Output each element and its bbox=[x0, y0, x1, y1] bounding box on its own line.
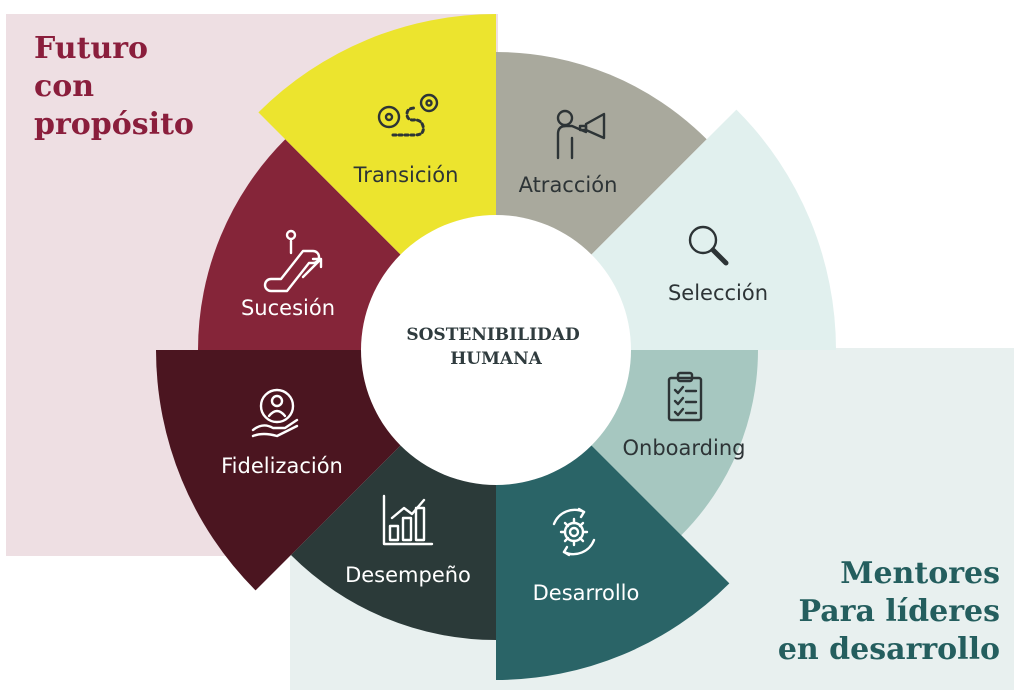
segment-label-desarrollo: Desarrollo bbox=[533, 581, 640, 605]
segment-label-sucesion: Sucesión bbox=[241, 296, 335, 320]
center-label-line: HUMANA bbox=[450, 349, 542, 369]
segment-label-desempeno: Desempeño bbox=[345, 563, 471, 587]
title-line: en desarrollo bbox=[777, 632, 1000, 667]
route-pins-icon bbox=[377, 93, 439, 137]
segment-label-seleccion: Selección bbox=[668, 281, 768, 305]
bottom-right-title: Mentores Para líderes en desarrollo bbox=[778, 555, 1000, 669]
gear-cycle-icon bbox=[552, 507, 596, 557]
segment-label-fidelizacion: Fidelización bbox=[221, 454, 343, 478]
title-line: Mentores bbox=[840, 556, 1000, 591]
segment-label-onboarding: Onboarding bbox=[623, 436, 746, 460]
title-line: con bbox=[34, 69, 95, 104]
segment-label-atraccion: Atracción bbox=[519, 173, 618, 197]
hand-person-icon bbox=[251, 388, 299, 438]
magnifier-icon bbox=[688, 225, 729, 266]
center-label: SOSTENIBILIDAD HUMANA bbox=[406, 325, 585, 369]
megaphone-icon bbox=[556, 109, 606, 160]
center-label-line: SOSTENIBILIDAD bbox=[406, 325, 580, 345]
title-line: Para líderes bbox=[798, 594, 1000, 629]
segment-label-transicion: Transición bbox=[353, 163, 459, 187]
clipboard-checklist-icon bbox=[667, 371, 703, 422]
escalator-icon bbox=[263, 229, 323, 293]
title-line: Futuro bbox=[34, 31, 149, 66]
top-left-title: Futuro con propósito bbox=[34, 30, 194, 144]
center-circle bbox=[361, 215, 631, 485]
bar-chart-icon bbox=[382, 494, 434, 546]
title-line: propósito bbox=[34, 107, 194, 142]
